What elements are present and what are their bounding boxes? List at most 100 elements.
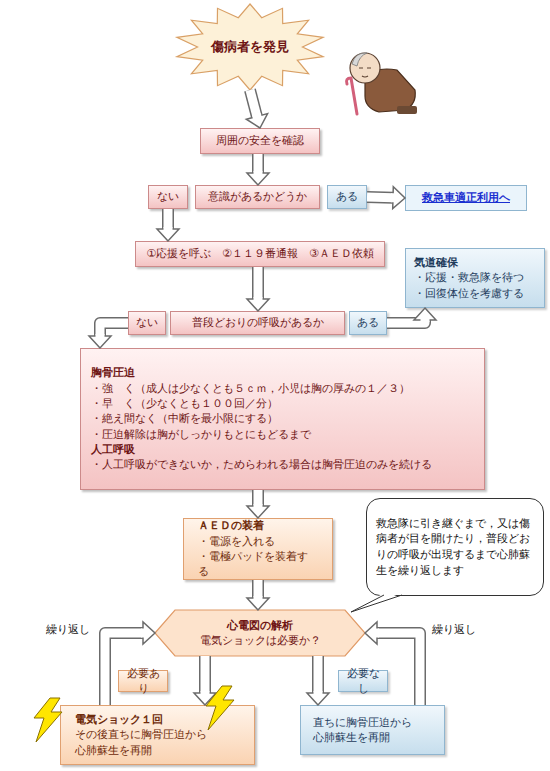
arrow-joint [421,318,430,322]
lightning-bolt [34,698,62,742]
arrow-shaft-outline [162,209,174,229]
arrow-joint [375,629,379,638]
answer-tag: 必要あり [118,670,168,692]
text-group: 必要なし [343,666,383,697]
text-group: 普段どおりの呼吸があるか [175,315,340,330]
text-group: ない [153,189,183,204]
answer-tag: ある [327,185,367,209]
patient-shoe [397,106,417,114]
node-text: 救急車適正利用へ [410,190,522,205]
node-text: ・電極パッドを装着する [198,549,318,580]
node-text: ある [354,315,382,330]
node-text: 意識があるかどうか [200,189,315,204]
text-group: 意識があるかどうか [200,189,315,204]
flow-arrow [105,622,155,705]
text-group: 傷病者を発見 [179,38,321,56]
text-group: 周囲の安全を確認 [205,133,315,148]
patient-illustration [335,38,430,118]
text-group: 心電図の解析電気ショックは必要か？ [159,618,361,649]
arrow-shaft-outline [252,267,264,299]
decision-box: 意識があるかどうか [195,185,320,209]
text-group: 直ちに胸骨圧迫から心肺蘇生を再開 [313,715,432,746]
arrow-shaft-outline [252,490,264,506]
flow-arrow [307,656,329,705]
arrow-joint [254,504,263,508]
arrow-shaft [254,154,263,173]
arrow-shaft-outline [252,580,264,598]
callout-tail-fill [351,593,402,612]
arrow-shaft-outline [252,154,264,173]
arrow-joint [391,193,395,202]
node-text: その後直ちに胸骨圧迫から [75,727,240,742]
patient-hair [352,53,367,66]
arrow-shaft [105,633,143,705]
node-heading: 気道確保 [414,255,536,270]
arrow-joint [141,629,145,638]
node-text: 救急隊に引き継ぐまで，又は傷病者が目を開けたり，普段どおりの呼吸が出現するまで心… [376,516,534,579]
arrow-shaft [250,90,257,116]
arrow-shaft-outline [105,633,143,705]
process-box: 周囲の安全を確認 [200,128,320,154]
flow-arrow [247,154,269,185]
process-box: ①応援を呼ぶ ②１１９番通報 ③ＡＥＤ依頼 [135,241,385,267]
node-text: 直ちに胸骨圧迫から [313,715,432,730]
arrow-joint [164,227,173,231]
arrow-shaft-outline [250,90,257,116]
arrow-shaft [254,580,263,598]
decision-box: 普段どおりの呼吸があるか [170,311,345,335]
flow-arrow [89,323,128,348]
node-text: ない [133,315,161,330]
node-text: 電気ショックは必要か？ [159,633,361,648]
node-text: ・電源を入れる [198,534,318,549]
text-group: ない [133,315,161,330]
text-group: 救急隊に引き継ぐまで，又は傷病者が目を開けたり，普段どおりの呼吸が出現するまで心… [376,516,534,579]
flow-arrow [365,622,420,705]
arrow-joint [201,691,210,695]
note-box: 気道確保・応援・救急隊を待つ・回復体位を考慮する [405,248,545,308]
cane [347,78,358,114]
node-text: ・応援・救急隊を待つ [414,270,536,285]
node-text: ・強 く（成人は少なくとも５ｃｍ，小児は胸の厚みの１／３） [91,381,474,396]
node-text: 周囲の安全を確認 [205,133,315,148]
answer-tag: ない [128,311,166,335]
node-text: 心肺蘇生を再開 [75,743,240,758]
node-text: 必要あり [123,666,163,697]
arrow-shaft-outline [377,633,420,705]
patient-head [350,53,380,83]
text-group: 必要あり [123,666,163,697]
arrow-head [246,114,267,128]
node-text: ・回復体位を考慮する [414,286,536,301]
answer-tag: ない [148,185,188,209]
node-text: ない [153,189,183,204]
lightning-bolt [206,686,234,730]
text-group: ある [354,315,382,330]
node-heading: 心電図の解析 [159,618,361,633]
answer-tag: ある [349,311,387,335]
arrow-shaft [254,267,263,299]
flow-arrow [367,187,405,209]
arrow-shaft [377,633,420,705]
patient-face [359,68,371,77]
flow-arrow [247,490,269,518]
instruction-box: 胸骨圧迫・強 く（成人は少なくとも５ｃｍ，小児は胸の厚みの１／３）・早 く（少な… [80,348,485,490]
node-text: ・絶え間なく（中断を最小限にする） [91,411,474,426]
node-text: 普段どおりの呼吸があるか [175,315,340,330]
action-box: 直ちに胸骨圧迫から心肺蘇生を再開 [300,705,445,755]
decision-hexagon: 心電図の解析電気ショックは必要か？ [155,610,365,656]
node-heading: 胸骨圧迫 [91,365,474,380]
hexagon-shape [155,610,365,656]
node-text: ・圧迫解除は胸がしっかりもとにもどるまで [91,427,474,442]
arrow-joint [314,691,323,695]
text-group: 救急車適正利用へ [410,190,522,205]
arrow-joint [254,596,263,600]
node-text: 必要なし [343,666,383,697]
arrow-joint [254,297,263,301]
arrow-shaft [254,490,263,506]
callout-tail [351,595,402,612]
node-text: ある [332,189,362,204]
arrow-joint [254,171,263,175]
shape-outline [177,4,323,90]
